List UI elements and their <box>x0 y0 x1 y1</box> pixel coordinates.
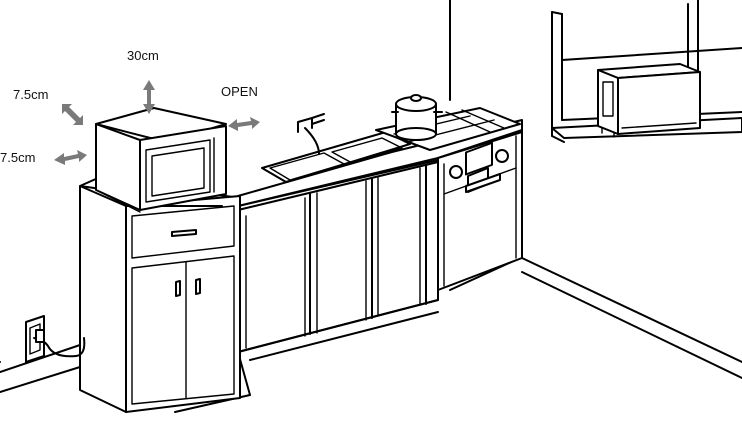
stove-unit <box>437 131 523 291</box>
microwave-on-sill <box>597 63 701 138</box>
label-clearance-right: OPEN <box>221 84 258 99</box>
label-clearance-upper-left: 7.5cm <box>13 87 49 102</box>
left-cabinet <box>79 177 241 413</box>
wall-outlet <box>25 315 86 363</box>
microwave-oven <box>95 107 227 213</box>
arrow-top <box>143 80 155 114</box>
arrow-right <box>228 117 260 131</box>
clearance-arrows <box>54 80 260 165</box>
label-clearance-top: 30cm <box>127 48 159 63</box>
label-clearance-lower-left: 7.5cm <box>0 150 36 165</box>
arrow-lower-left <box>54 150 87 165</box>
arrow-upper-left <box>62 104 83 125</box>
